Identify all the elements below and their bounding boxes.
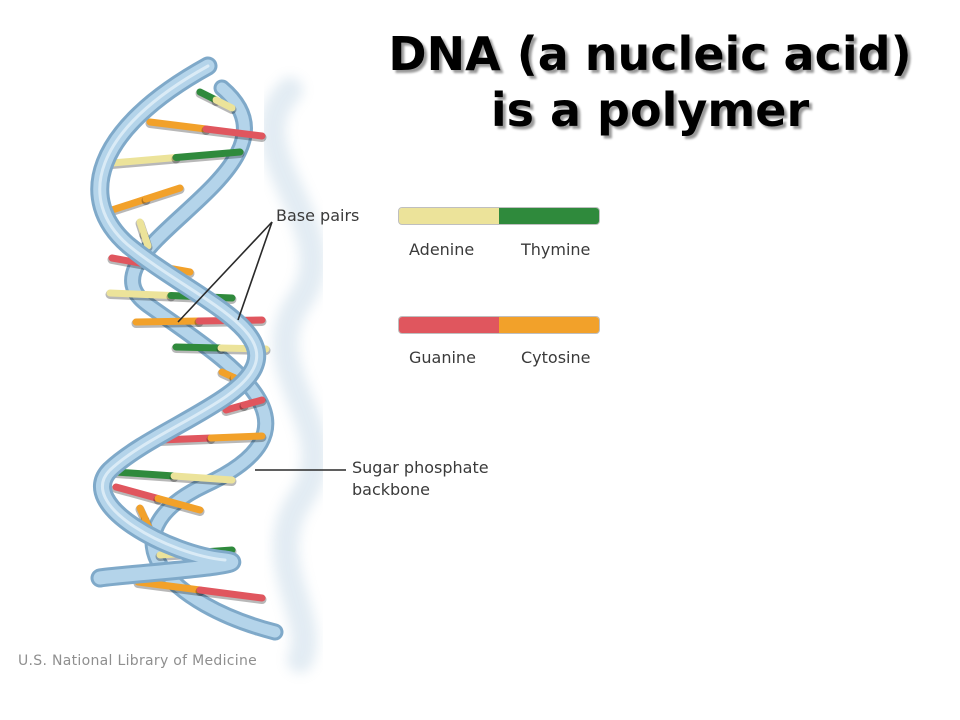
base-pair-12-right-cytosine <box>207 432 266 442</box>
helix-shadow <box>259 77 328 673</box>
base-pair-4-left-cytosine <box>108 195 150 214</box>
base-pairs-pointer-1 <box>177 221 273 323</box>
base-pairs-pointer-2 <box>237 221 273 321</box>
cytosine-segment <box>499 317 599 333</box>
adenine-label: Adenine <box>409 240 475 259</box>
base-pair-2-left-cytosine <box>146 118 210 133</box>
slide-title: DNA (a nucleic acid) is a polymer <box>360 26 940 138</box>
thymine-label: Thymine <box>521 240 591 259</box>
guanine-cytosine-bar <box>398 316 600 334</box>
cytosine-label: Cytosine <box>521 348 591 367</box>
adenine-segment <box>399 208 499 224</box>
front-strand-highlight <box>98 64 259 562</box>
base-pair-13-right-adenine <box>170 472 236 484</box>
guanine-segment <box>399 317 499 333</box>
guanine-label: Guanine <box>409 348 476 367</box>
base-pair-18-left-cytosine <box>134 578 204 594</box>
base-pair-14-left-guanine <box>112 483 162 502</box>
image-credit: U.S. National Library of Medicine <box>18 653 258 669</box>
base-pair-13-left-thymine <box>112 468 178 480</box>
base-pair-9-left-thymine <box>172 343 225 352</box>
backbone-front-strand <box>90 56 267 588</box>
base-pair-2-right-guanine <box>202 125 266 140</box>
callout-lines <box>177 221 346 471</box>
helix-shadow-strand <box>259 77 328 673</box>
backbone-label-line-1: Sugar phosphate <box>352 458 489 477</box>
base-pair-11-right-guanine <box>240 396 266 409</box>
title-line-2: is a polymer <box>490 83 810 137</box>
title-line-1: DNA (a nucleic acid) <box>388 27 912 81</box>
base-pairs-label: Base pairs <box>276 206 360 225</box>
base-pair-3-left-adenine <box>108 154 180 167</box>
base-pair-7-left-adenine <box>106 289 175 299</box>
backbone-label-line-2: backbone <box>352 480 430 499</box>
base-pair-18-right-guanine <box>196 586 266 602</box>
base-pair-3-right-thymine <box>172 148 244 161</box>
base-pair-4-right-cytosine <box>142 184 184 203</box>
base-pair-14-right-cytosine <box>154 495 204 514</box>
base-pair-1-right-adenine <box>212 96 236 112</box>
thymine-segment <box>499 208 599 224</box>
adenine-thymine-bar <box>398 207 600 225</box>
base-pair-5-right-adenine <box>140 230 152 250</box>
base-pair-8-left-cytosine <box>132 317 203 326</box>
